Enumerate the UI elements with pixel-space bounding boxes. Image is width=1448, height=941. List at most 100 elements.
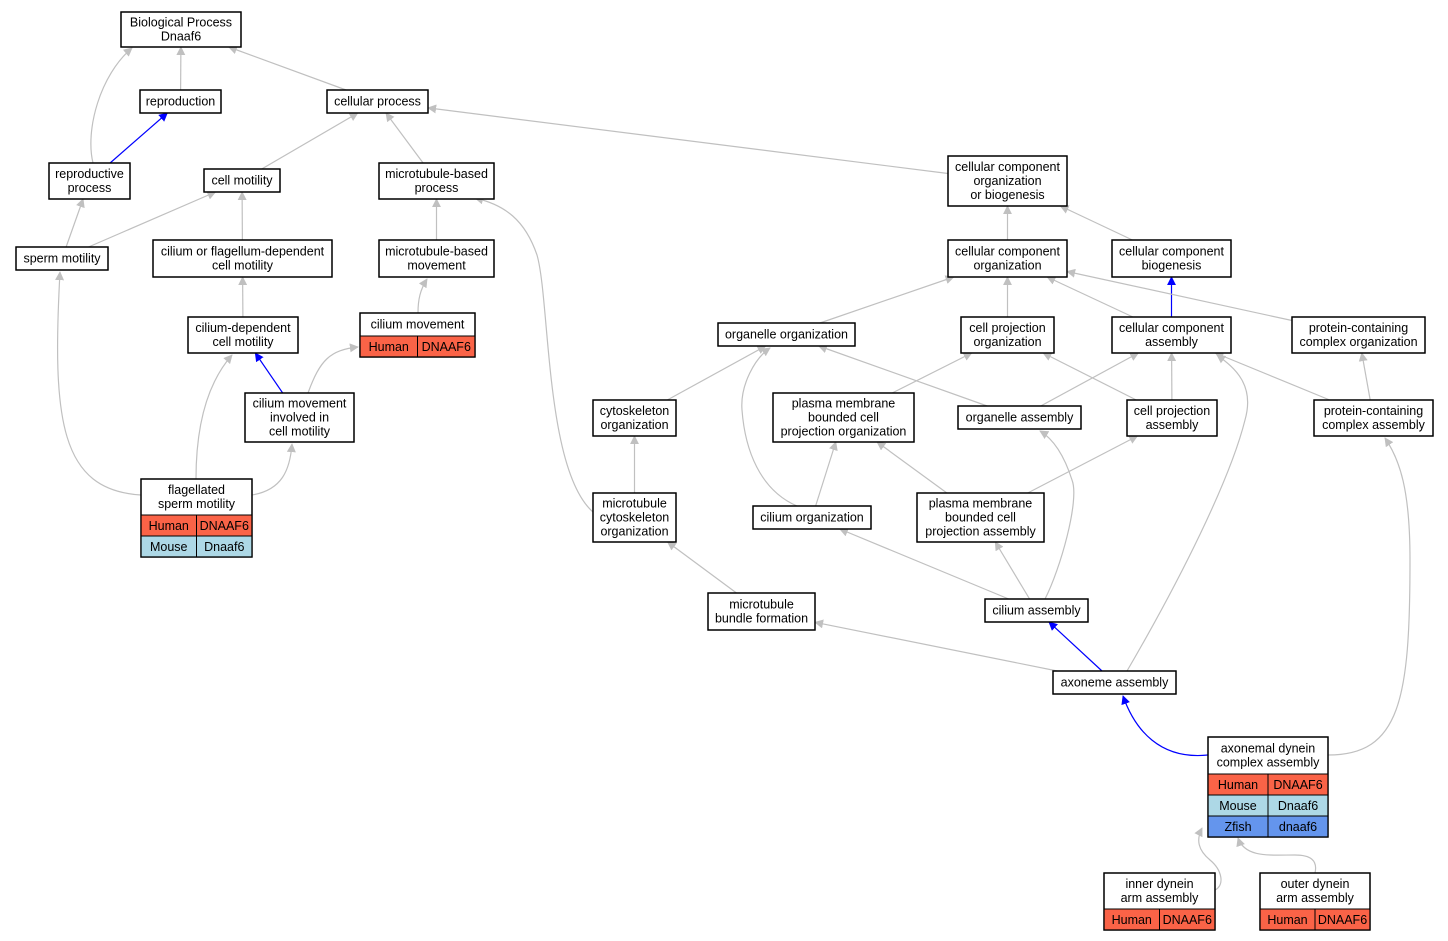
term-node-cellular-process[interactable]: cellular process bbox=[326, 89, 429, 114]
term-node-cell-motility[interactable]: cell motility bbox=[203, 168, 281, 193]
edge-flagellated-to-cilium_move_motility bbox=[251, 443, 296, 496]
term-label-line: cell motility bbox=[212, 335, 274, 349]
term-label-line: organization bbox=[973, 174, 1041, 188]
gene-symbol[interactable]: DNAAF6 bbox=[200, 519, 249, 533]
edge-outer_dynein-to-axonemal bbox=[1236, 837, 1317, 874]
edge-cilium_assembly-to-organelle_assembly bbox=[1039, 430, 1075, 600]
term-border bbox=[359, 312, 476, 358]
edge-cytoskeleton_org-to-organelle_org bbox=[667, 345, 767, 401]
term-label-line: cilium movement bbox=[371, 318, 465, 332]
gene-row-zfish: Zfish dnaaf6 bbox=[1207, 815, 1329, 838]
gene-symbol[interactable]: dnaaf6 bbox=[1279, 820, 1317, 834]
gene-symbol[interactable]: Dnaaf6 bbox=[1278, 799, 1318, 813]
term-border bbox=[772, 392, 915, 443]
gene-symbol[interactable]: Dnaaf6 bbox=[204, 540, 244, 554]
term-border bbox=[916, 492, 1045, 543]
species-label: Zfish bbox=[1224, 820, 1251, 834]
term-node-sperm-motility[interactable]: sperm motility bbox=[15, 246, 109, 271]
term-label-line: cilium or flagellum-dependent bbox=[161, 245, 325, 259]
edges-layer bbox=[55, 45, 1411, 891]
term-label-line: cell projection bbox=[969, 321, 1045, 335]
term-label-line: complex organization bbox=[1299, 335, 1417, 349]
term-label-line: cell projection bbox=[1134, 404, 1210, 418]
term-node-cilium-org[interactable]: cilium organization bbox=[752, 505, 872, 530]
edge-reproductive_process-to-root bbox=[90, 47, 133, 164]
edge-mt_bundle-to-mt_cyto_org bbox=[666, 541, 737, 594]
term-box bbox=[378, 239, 495, 278]
gene-symbol[interactable]: DNAAF6 bbox=[1273, 778, 1322, 792]
term-border bbox=[120, 11, 242, 48]
edge-organelle_org-to-cc_org bbox=[819, 275, 955, 324]
term-border bbox=[1111, 239, 1232, 278]
term-label-line: cellular component bbox=[1119, 245, 1224, 259]
edge-cell_proj_assembly-to-cell_proj_org bbox=[1042, 352, 1137, 401]
term-label-line: axoneme assembly bbox=[1061, 676, 1169, 690]
term-border bbox=[203, 168, 281, 193]
edge-flagellated-to-sperm_motility bbox=[55, 271, 142, 496]
edge-pmbcpa-to-pmbcpo bbox=[876, 441, 948, 494]
term-border bbox=[139, 89, 222, 114]
term-label-line: process bbox=[415, 181, 459, 195]
term-border bbox=[1291, 316, 1426, 354]
gene-symbol[interactable]: DNAAF6 bbox=[422, 340, 471, 354]
edge-sperm_motility-to-reproductive_process bbox=[65, 198, 85, 248]
term-label-line: biogenesis bbox=[1142, 259, 1202, 273]
edge-organelle_assembly-to-organelle_org bbox=[817, 344, 988, 407]
term-label-line: cellular process bbox=[334, 95, 421, 109]
edge-cilium_org-to-organelle_org bbox=[741, 347, 798, 507]
term-label-line: complex assembly bbox=[1217, 756, 1321, 770]
term-node-axoneme-assembly[interactable]: axoneme assembly bbox=[1052, 670, 1177, 695]
term-border bbox=[1207, 736, 1329, 838]
term-box bbox=[244, 392, 355, 443]
term-border bbox=[960, 316, 1055, 354]
term-border bbox=[244, 392, 355, 443]
term-border bbox=[1103, 872, 1216, 931]
term-border bbox=[592, 492, 677, 543]
term-label-line: axonemal dynein bbox=[1221, 742, 1316, 756]
gene-symbol[interactable]: DNAAF6 bbox=[1163, 913, 1212, 927]
term-node-reproduction[interactable]: reproduction bbox=[139, 89, 222, 114]
term-label-line: or biogenesis bbox=[970, 188, 1044, 202]
term-label-line: arm assembly bbox=[1121, 891, 1200, 905]
term-label-line: assembly bbox=[1145, 335, 1199, 349]
edge-cilium_assembly-to-pmbcpa bbox=[994, 541, 1031, 600]
term-label-line: reproductive bbox=[55, 167, 124, 181]
term-node-cilium-assembly[interactable]: cilium assembly bbox=[984, 598, 1089, 623]
term-label-line: cellular component bbox=[1119, 321, 1224, 335]
term-node-organelle-org[interactable]: organelle organization bbox=[717, 322, 856, 347]
term-label-line: Biological Process bbox=[130, 16, 232, 30]
edge-organelle_assembly-to-cc_assembly bbox=[1040, 352, 1140, 407]
term-box bbox=[772, 392, 915, 443]
gene-symbol[interactable]: DNAAF6 bbox=[1318, 913, 1367, 927]
term-border bbox=[1313, 399, 1434, 437]
term-node-organelle-assembly[interactable]: organelle assembly bbox=[957, 405, 1082, 430]
